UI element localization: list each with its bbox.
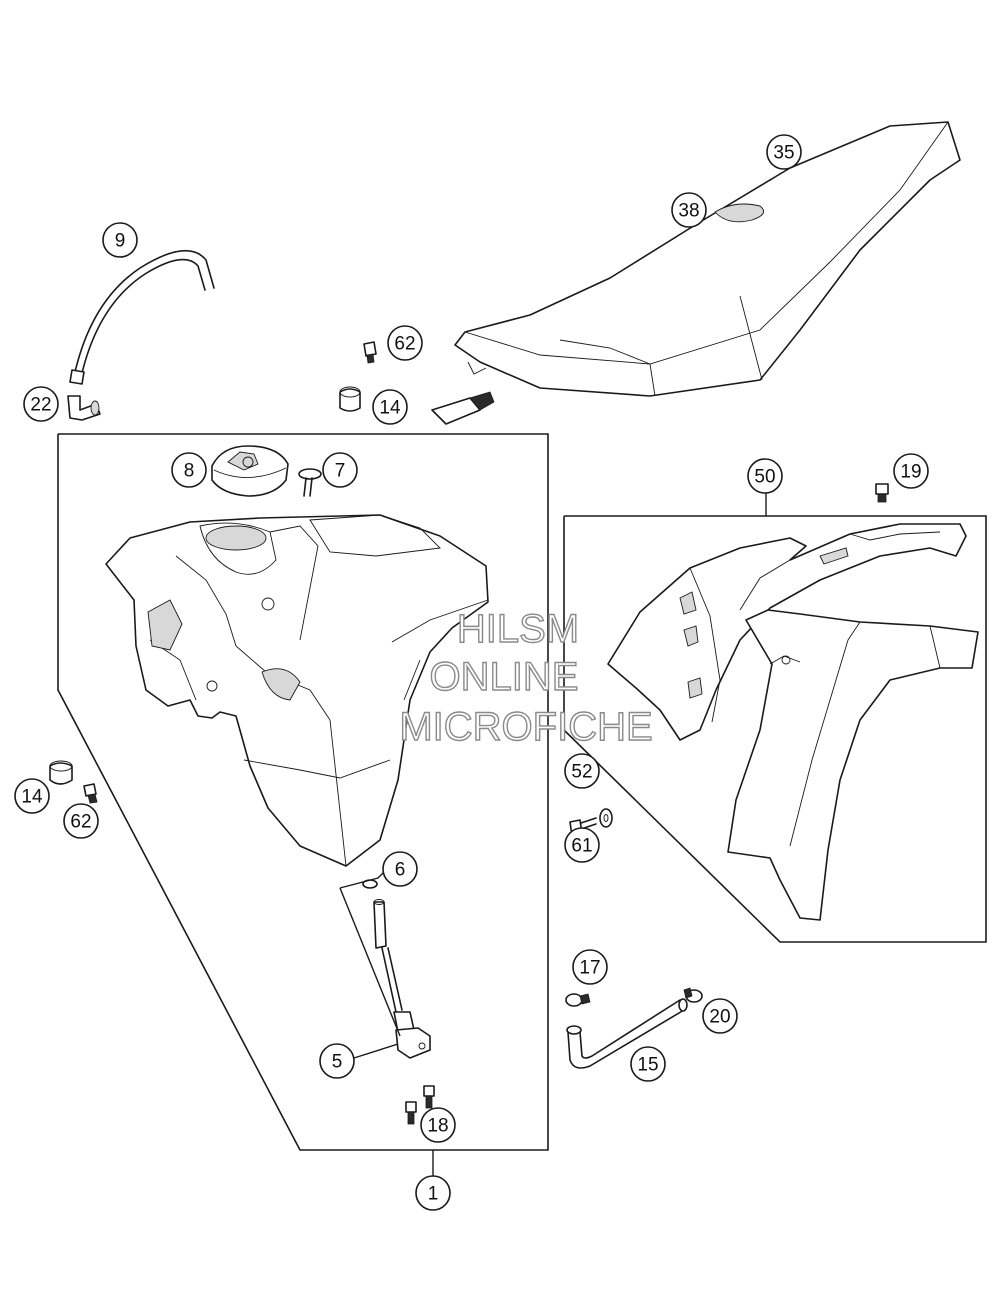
callout-label: 15: [637, 1055, 658, 1076]
callout-62-left: 62: [63, 803, 99, 839]
vent-hose-part: [69, 249, 215, 385]
callout-17: 17: [572, 949, 608, 985]
screw-part-left: [83, 783, 98, 804]
hose-clamp-part-17: [565, 993, 591, 1007]
watermark-line-2: ONLINE: [430, 655, 579, 699]
callout-label: 9: [115, 231, 126, 252]
fuel-tank-assembly-frame: [57, 433, 549, 1151]
callout-14-left: 14: [14, 778, 50, 814]
watermark-line-1: HILSM: [457, 607, 579, 651]
hose-clamp-part-20: [683, 987, 703, 1003]
callout-label: 52: [571, 762, 592, 783]
callout-label: 8: [184, 461, 195, 482]
callout-label: 38: [678, 201, 699, 222]
callout-8: 8: [171, 452, 207, 488]
callout-label: 17: [579, 958, 600, 979]
callout-label: 22: [30, 395, 51, 416]
callout-6: 6: [382, 851, 418, 887]
fuel-pump-part: [373, 899, 431, 1059]
callout-label: 14: [379, 398, 401, 419]
leader-lines: [339, 492, 767, 1176]
screw-part-top: [363, 341, 377, 364]
spoiler-kit-frame: [563, 515, 987, 943]
callout-14-top: 14: [372, 389, 408, 425]
hose-fitting-part: [67, 395, 101, 421]
washer-part: [599, 808, 613, 828]
fuel-tank-part: [105, 514, 489, 867]
callout-label: 62: [70, 812, 91, 833]
callout-label: 7: [335, 461, 346, 482]
right-spoiler-part: [727, 609, 979, 921]
callout-7: 7: [322, 452, 358, 488]
callout-22: 22: [23, 386, 59, 422]
callout-15: 15: [630, 1046, 666, 1082]
callout-19: 19: [893, 453, 929, 489]
callout-label: 1: [428, 1184, 439, 1205]
callout-52: 52: [564, 753, 600, 789]
left-spoiler-part: [607, 523, 967, 741]
screw-part-19: [875, 483, 889, 503]
seat-part: [431, 121, 961, 425]
callout-20: 20: [702, 998, 738, 1034]
callout-label: 6: [395, 860, 406, 881]
callout-label: 50: [754, 467, 775, 488]
callout-61: 61: [564, 827, 600, 863]
callout-18: 18: [420, 1107, 456, 1143]
callout-label: 20: [709, 1007, 730, 1028]
callout-label: 62: [394, 334, 415, 355]
callout-35: 35: [766, 134, 802, 170]
callout-9: 9: [102, 222, 138, 258]
callout-38: 38: [671, 192, 707, 228]
callout-label: 14: [21, 787, 43, 808]
callout-label: 18: [427, 1116, 448, 1137]
callout-5: 5: [319, 1043, 355, 1079]
callout-label: 19: [900, 462, 921, 483]
watermark: HILSM ONLINE MICROFICHE: [399, 606, 654, 749]
callout-50: 50: [747, 458, 783, 494]
callout-label: 61: [571, 836, 592, 857]
callout-label: 35: [773, 143, 794, 164]
fuel-hose-part: [566, 998, 688, 1069]
screws-part: [405, 1085, 435, 1125]
spacer-part-left: [49, 760, 73, 785]
cap-screw-part: [298, 468, 322, 497]
callout-label: 5: [332, 1052, 343, 1073]
spacer-part-top: [339, 386, 361, 412]
callout-62-top: 62: [387, 325, 423, 361]
fuel-cap-part: [211, 445, 289, 497]
callout-1: 1: [415, 1175, 451, 1211]
watermark-line-3: MICROFICHE: [399, 705, 652, 749]
